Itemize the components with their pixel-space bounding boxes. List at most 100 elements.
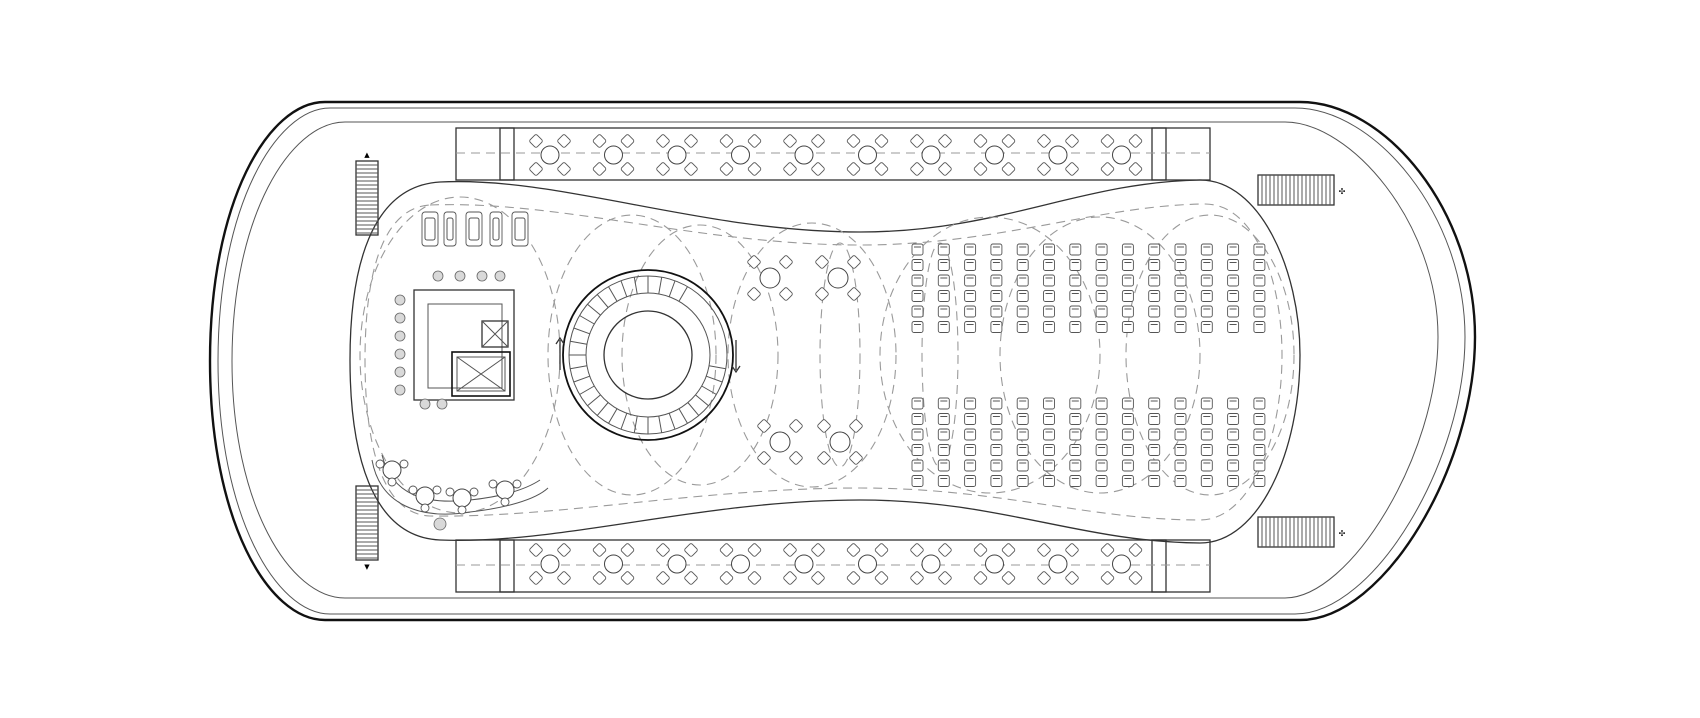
dining-chair xyxy=(592,571,607,585)
theatre-seat xyxy=(1069,259,1082,271)
dining-chair xyxy=(529,571,543,585)
dining-table xyxy=(794,145,814,165)
theatre-seat xyxy=(964,397,977,410)
theatre-seat xyxy=(1253,475,1266,487)
theatre-seat xyxy=(964,444,977,456)
stair-outer-ring-inner xyxy=(568,275,728,435)
stair-core xyxy=(603,310,693,400)
dining-table-set xyxy=(719,543,762,585)
dining-chair xyxy=(874,571,889,585)
theatre-seat xyxy=(990,459,1003,472)
theatre-seat xyxy=(1148,274,1161,287)
theatre-seat xyxy=(937,243,950,256)
bench-table xyxy=(382,460,402,480)
bench-stool xyxy=(399,459,409,469)
lounge-chair xyxy=(789,419,803,433)
theatre-seat xyxy=(1121,259,1134,271)
lounge-chair xyxy=(747,287,761,301)
dining-chair xyxy=(874,162,889,176)
dining-chair xyxy=(557,134,571,148)
dining-chair xyxy=(719,543,734,557)
bar-stool xyxy=(394,366,406,378)
stair-tread xyxy=(658,277,663,295)
gangway-arrow-icon: ✣ xyxy=(1339,529,1346,538)
dining-table-set xyxy=(846,543,889,585)
theatre-seat xyxy=(911,459,924,472)
dining-chair xyxy=(846,543,861,557)
dining-chair xyxy=(557,162,571,176)
stair-tread xyxy=(701,385,717,395)
theatre-seat xyxy=(1069,274,1082,287)
dining-chair xyxy=(529,162,543,176)
elevator-large-cross xyxy=(456,356,506,392)
theatre-seat xyxy=(911,290,924,302)
bar-stool xyxy=(494,270,506,282)
stair-tread xyxy=(587,394,601,407)
theatre-seat xyxy=(1095,274,1108,287)
theatre-seat xyxy=(1121,459,1134,472)
bottom-dining-tables xyxy=(529,543,1143,585)
theatre-seat xyxy=(1043,459,1055,472)
theatre-seat xyxy=(1200,475,1213,487)
dining-table xyxy=(921,145,941,165)
stair-tread xyxy=(695,394,709,407)
theatre-seat xyxy=(1148,290,1161,302)
dining-table xyxy=(667,145,687,165)
loop-6 xyxy=(999,216,1201,494)
theatre-seat xyxy=(990,259,1003,271)
theatre-seat xyxy=(1200,459,1213,472)
theatre-seat xyxy=(1200,243,1213,256)
theatre-seat xyxy=(964,459,977,472)
theatre-seat xyxy=(1174,475,1187,487)
theatre-seat xyxy=(1069,413,1082,425)
theatre-seat xyxy=(937,428,950,441)
top-terrace-frame xyxy=(455,127,1211,181)
theatre-seat xyxy=(937,305,950,318)
bar-stool xyxy=(436,398,448,410)
theatre-seat xyxy=(1069,305,1082,318)
dining-chair xyxy=(811,162,825,176)
lounge-chair xyxy=(789,451,803,465)
dining-table-set xyxy=(973,543,1016,585)
theatre-seat xyxy=(1016,290,1029,302)
lounge-chair xyxy=(817,451,831,465)
theatre-seat xyxy=(1043,243,1055,256)
dining-table xyxy=(667,554,687,574)
bottom-terrace xyxy=(455,539,1211,593)
theatre-seat xyxy=(964,274,977,287)
theatre-seat xyxy=(1043,475,1055,487)
theatre-seat xyxy=(990,475,1003,487)
lounge-sofa xyxy=(489,211,503,247)
dining-table-set xyxy=(1037,543,1079,585)
theatre-seat xyxy=(1069,475,1082,487)
dining-chair xyxy=(938,134,952,148)
theatre-seat xyxy=(1069,243,1082,256)
dining-chair xyxy=(620,571,635,585)
bottom-terrace-post-right xyxy=(1151,539,1167,593)
theatre-seat xyxy=(1227,444,1240,456)
theatre-seat xyxy=(1253,305,1266,318)
bench-tables xyxy=(375,459,522,531)
curved-bench-cluster xyxy=(371,454,549,531)
bar-stool xyxy=(419,398,431,410)
dining-chair xyxy=(747,543,762,557)
dining-chair xyxy=(1037,162,1051,176)
dining-chair xyxy=(719,134,734,148)
stair-tread xyxy=(579,315,595,325)
dining-chair xyxy=(910,162,924,176)
dining-chair xyxy=(1128,162,1143,176)
theatre-seat xyxy=(1016,397,1029,410)
lounge-sofa-cushion xyxy=(424,217,436,241)
dining-chair xyxy=(973,571,988,585)
theatre-seat xyxy=(1148,413,1161,425)
theatre-seat xyxy=(1121,475,1134,487)
dining-chair xyxy=(1128,134,1143,148)
dining-chair xyxy=(684,134,698,148)
lounge-chair xyxy=(815,255,829,269)
hull xyxy=(208,100,1477,622)
top-terrace xyxy=(455,127,1211,181)
theatre-seat xyxy=(1227,259,1240,271)
bar-stool xyxy=(394,330,406,342)
bench-stool xyxy=(445,487,455,497)
